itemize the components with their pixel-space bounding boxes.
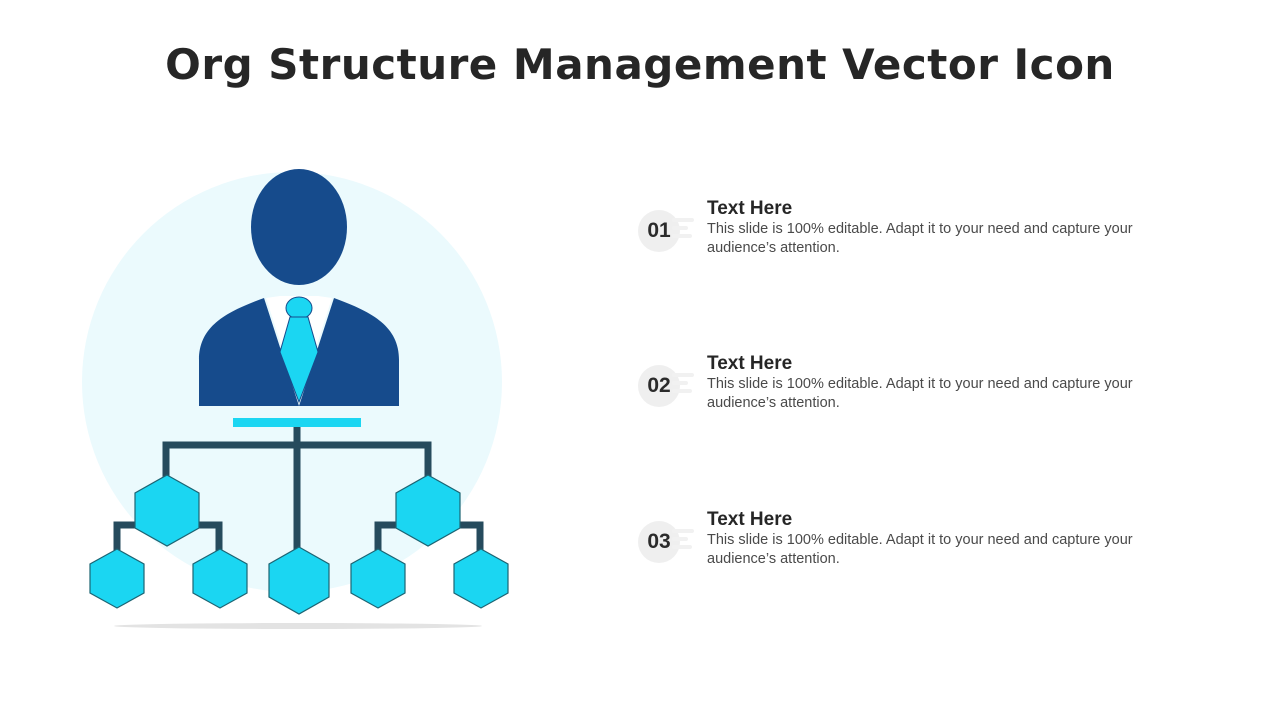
slide-title: Org Structure Management Vector Icon: [165, 40, 1115, 89]
item-heading: Text Here: [707, 353, 793, 374]
tie-knot-icon: [285, 296, 313, 320]
list-item-02: 02 Text Here This slide is 100% editable…: [636, 353, 1196, 423]
hex-node-2: [192, 548, 248, 609]
number-badge: 02: [636, 365, 700, 411]
desk-bar: [233, 418, 361, 427]
number-badge: 01: [636, 210, 700, 256]
person-body-icon: [199, 298, 399, 406]
tie-icon: [279, 316, 319, 404]
item-description: This slide is 100% editable. Adapt it to…: [707, 221, 1133, 256]
item-heading: Text Here: [707, 198, 793, 219]
badge-circle: [638, 521, 680, 563]
item-description: This slide is 100% editable. Adapt it to…: [707, 532, 1133, 567]
speed-lines-icon: [672, 218, 696, 246]
number-badge: 03: [636, 521, 700, 567]
hex-node-1: [89, 548, 145, 609]
badge-circle: [638, 365, 680, 407]
list-item-03: 03 Text Here This slide is 100% editable…: [636, 509, 1196, 579]
ground-shadow: [114, 623, 482, 629]
hex-node-3: [268, 546, 330, 615]
speed-lines-icon: [672, 529, 696, 557]
hex-node-4: [350, 548, 406, 609]
org-structure-illustration: [82, 169, 509, 629]
badge-circle: [638, 210, 680, 252]
hex-node-right-manager: [395, 474, 461, 547]
badge-number: 03: [647, 530, 671, 553]
item-description: This slide is 100% editable. Adapt it to…: [707, 376, 1133, 411]
hex-node-left-manager: [134, 474, 200, 547]
person-head-icon: [251, 169, 347, 285]
hex-node-5: [453, 548, 509, 609]
org-nodes: [89, 474, 509, 615]
list-item-01: 01 Text Here This slide is 100% editable…: [636, 198, 1196, 268]
speed-lines-icon: [672, 373, 696, 401]
badge-number: 02: [647, 374, 671, 397]
badge-number: 01: [647, 219, 671, 242]
item-heading: Text Here: [707, 509, 793, 530]
